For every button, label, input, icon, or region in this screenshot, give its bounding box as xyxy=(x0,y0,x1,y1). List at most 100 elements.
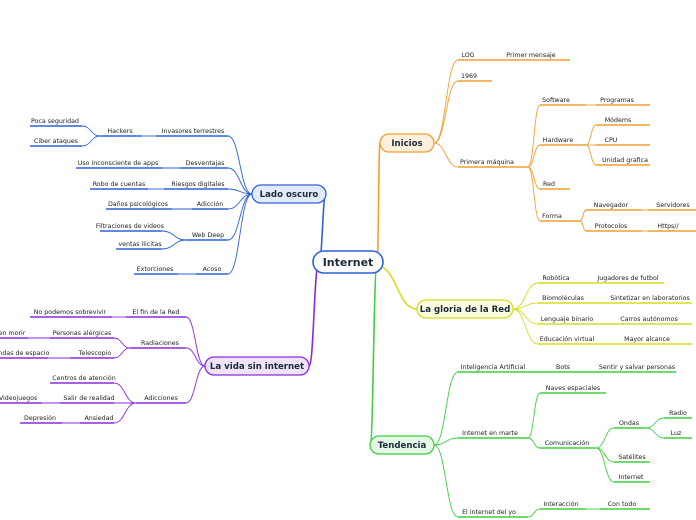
main-topic-lado-oscuro[interactable] xyxy=(251,184,327,204)
node-poca-seguridad[interactable]: Poca seguridad xyxy=(31,118,79,125)
node-centros-atencion[interactable]: Centros de atención xyxy=(52,374,115,382)
node-depresion[interactable]: Depresión xyxy=(24,414,56,422)
node-primera-maquina[interactable]: Primera máquina xyxy=(460,158,514,166)
connector-unidad-grafica xyxy=(585,144,597,166)
main-topic-label-vida-sin-internet: La vida sin internet xyxy=(210,362,304,372)
node-adiccion[interactable]: Adicción xyxy=(197,200,223,208)
main-topic-inicios[interactable] xyxy=(379,133,435,153)
node-fin-de-la-red[interactable]: El fin de la Red xyxy=(132,309,179,316)
node-ondas[interactable]: Ondas xyxy=(619,420,639,427)
node-red[interactable]: Red xyxy=(543,181,555,188)
node-https[interactable]: Https// xyxy=(657,223,679,230)
node-ansiedad[interactable]: Ansiedad xyxy=(84,415,113,422)
node-carros-autonomos[interactable]: Carros autónomos xyxy=(620,315,678,323)
node-desventajas[interactable]: Desventajas xyxy=(186,160,225,167)
node-morir[interactable]: en morir xyxy=(0,330,26,337)
node-unidad-grafica[interactable]: Unidad grafica xyxy=(602,157,648,164)
node-navegador[interactable]: Navegador xyxy=(594,202,629,209)
trunk-inicios xyxy=(376,142,381,267)
node-hardware[interactable]: Hardware xyxy=(543,137,574,144)
connector-navegador xyxy=(579,209,587,222)
node-sentir[interactable]: Sentir y salvar personas xyxy=(599,364,675,371)
node-riesgos-digitales[interactable]: Riesgos digitales xyxy=(171,181,224,188)
node-luz[interactable]: Luz xyxy=(671,430,682,437)
connector-ondas xyxy=(595,427,615,449)
connector-ansiedad xyxy=(113,402,137,424)
connector-internet xyxy=(595,447,615,483)
node-log[interactable]: LOG xyxy=(461,52,474,59)
connector-interaccion xyxy=(527,508,541,518)
main-topic-gloria[interactable] xyxy=(416,299,514,319)
node-satelites[interactable]: Satélites xyxy=(618,453,645,461)
connector-radio xyxy=(645,417,665,429)
node-internet-del-yo[interactable]: El internet del yo xyxy=(462,509,516,516)
node-internet[interactable]: Internet xyxy=(618,474,644,481)
node-ondas-espacio[interactable]: ondas de espacio xyxy=(0,350,50,357)
node-invasores[interactable]: Invasores terrestres xyxy=(162,128,225,135)
connector-poca-seguridad xyxy=(81,125,101,137)
node-robotica[interactable]: Robótica xyxy=(542,274,569,282)
node-interaccion[interactable]: Interacción xyxy=(543,500,578,508)
connector-filtraciones xyxy=(161,230,187,241)
node-naves-espaciales[interactable]: Naves espaciales xyxy=(546,385,600,392)
connector-primera-maquina xyxy=(433,142,459,168)
node-cpu[interactable]: CPU xyxy=(605,137,618,144)
node-no-sobrevivir[interactable]: No podemos sobrevivir xyxy=(34,309,107,316)
connector-personas-alergicas xyxy=(113,337,131,349)
node-primer-mensaje[interactable]: Primer mensaje xyxy=(506,52,556,59)
connector-luz xyxy=(645,427,665,439)
node-programas[interactable]: Programas xyxy=(600,97,634,104)
node-educacion-virtual[interactable]: Educación virtual xyxy=(540,335,595,343)
node-radiaciones[interactable]: Radiaciones xyxy=(141,340,179,347)
node-jugadores-futbol[interactable]: Jugadores de futbol xyxy=(596,275,659,282)
node-ciber-ataques[interactable]: Ciber ataques xyxy=(34,138,78,145)
main-topic-vida-sin-internet[interactable] xyxy=(204,356,310,376)
node-telescopio[interactable]: Telescopio xyxy=(78,350,112,357)
connector-modems xyxy=(585,124,597,146)
connector-internet-del-yo xyxy=(433,444,459,518)
connector-log xyxy=(433,59,459,144)
node-salir-realidad[interactable]: Salir de realidad xyxy=(63,395,114,402)
central-topic-group: Internet xyxy=(312,250,384,274)
node-adicciones[interactable]: Adicciones xyxy=(144,395,178,402)
node-modems[interactable]: Módems xyxy=(605,116,632,124)
connector-lenguaje-binario xyxy=(512,308,539,325)
node-videojuegos[interactable]: Videojuegos xyxy=(0,395,37,402)
node-personas-alergicas[interactable]: Personas alérgicas xyxy=(53,329,112,337)
node-lenguaje-binario[interactable]: Lenguaje binario xyxy=(541,316,594,323)
node-protocolos[interactable]: Protocolos xyxy=(595,223,628,230)
node-filtraciones[interactable]: Filtraciones de videos xyxy=(96,223,164,230)
node-software[interactable]: Software xyxy=(542,97,570,104)
connector-invasores xyxy=(227,135,253,195)
node-1969[interactable]: 1969 xyxy=(461,73,477,80)
node-servidores[interactable]: Servidores xyxy=(656,202,689,209)
node-internet-marte[interactable]: Internet en marte xyxy=(462,430,518,437)
node-acoso[interactable]: Acoso xyxy=(203,266,222,273)
node-sintetizar[interactable]: Sintetizar en laboratorios xyxy=(610,295,690,302)
node-radio[interactable]: Radio xyxy=(669,410,687,417)
connector-internet-marte xyxy=(433,437,459,446)
central-topic[interactable] xyxy=(312,250,384,274)
node-con-todo[interactable]: Con todo xyxy=(608,501,637,508)
node-uso-inconsciente[interactable]: Uso inconsciente de apps xyxy=(78,160,159,167)
node-inteligencia-artificial[interactable]: Inteligencia Artificial xyxy=(461,364,526,371)
node-bots[interactable]: Bots xyxy=(556,364,570,371)
connector-satelites xyxy=(595,447,615,463)
trunk-vida-sin-internet xyxy=(308,261,320,367)
main-topic-tendencia[interactable] xyxy=(369,435,435,455)
connector-inteligencia-artificial xyxy=(433,371,459,446)
connector-1969 xyxy=(433,80,459,144)
node-comunicacion[interactable]: Comunicación xyxy=(545,439,590,447)
node-hackers[interactable]: Hackers xyxy=(107,128,132,135)
node-danos-psicologicos[interactable]: Daños psicológicos xyxy=(108,200,168,208)
node-biomoleculas[interactable]: Biomoléculas xyxy=(542,294,584,302)
node-forma[interactable]: Forma xyxy=(542,213,562,220)
node-extorciones[interactable]: Extorciones xyxy=(137,266,174,273)
node-ventas-ilicitas[interactable]: ventas ilicitas xyxy=(118,241,161,248)
node-robo-cuentas[interactable]: Robo de cuentas xyxy=(93,181,146,188)
node-mayor-alcance[interactable]: Mayor alcance xyxy=(624,336,670,343)
main-topic-label-tendencia: Tendencia xyxy=(378,441,427,451)
node-web-deep[interactable]: Web Deep xyxy=(192,232,224,239)
main-topic-label-lado-oscuro: Lado oscuro xyxy=(260,190,319,200)
